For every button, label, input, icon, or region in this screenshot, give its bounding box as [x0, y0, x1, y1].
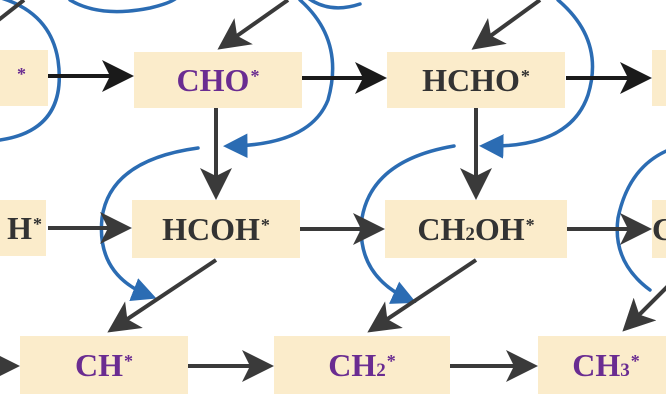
hcho-box: HCHO*: [387, 52, 565, 108]
row1-left-partial-box: *: [0, 50, 48, 106]
adsorbed-star: *: [630, 350, 640, 371]
species-label: H: [7, 209, 32, 246]
arrow-diagonal: [367, 258, 478, 333]
arrow-diagonal: [0, 0, 26, 22]
row2-right-partial-box: C: [652, 200, 666, 258]
adsorbed-star: *: [260, 214, 270, 235]
arrow-diagonal: [217, 0, 290, 50]
arrow-diagonal: [471, 0, 542, 50]
ch-box: CH*: [20, 336, 188, 394]
species-label: CH: [417, 210, 466, 247]
species-label: CHO: [176, 61, 250, 98]
species-label: CH: [572, 346, 621, 383]
species-label: HCOH: [162, 210, 260, 247]
adsorbed-star: *: [250, 65, 260, 86]
species-label: HCHO: [422, 61, 520, 98]
hcoh-box: HCOH*: [132, 200, 300, 258]
blue-curve-arrow: [68, 0, 177, 14]
species-label: C: [652, 210, 666, 247]
species-label: CH: [75, 346, 123, 383]
adsorbed-star: *: [33, 213, 42, 234]
row2-left-partial-box: H*: [0, 200, 46, 256]
subscript: 3: [620, 360, 630, 381]
arrow-diagonal: [107, 258, 218, 333]
adsorbed-star: *: [124, 350, 133, 371]
adsorbed-star: *: [17, 63, 26, 84]
cho-box: CHO*: [134, 52, 302, 108]
subscript: 2: [465, 224, 475, 245]
species-label: CH: [328, 346, 377, 383]
species-label-tail: OH: [474, 210, 525, 247]
row1-right-partial-box: [652, 50, 666, 106]
subscript: 2: [376, 360, 386, 381]
adsorbed-star: *: [525, 214, 535, 235]
blue-curve-arrow: [307, 0, 362, 10]
adsorbed-star: *: [386, 350, 396, 371]
adsorbed-star: *: [520, 65, 530, 86]
arrow-diagonal: [622, 285, 666, 332]
